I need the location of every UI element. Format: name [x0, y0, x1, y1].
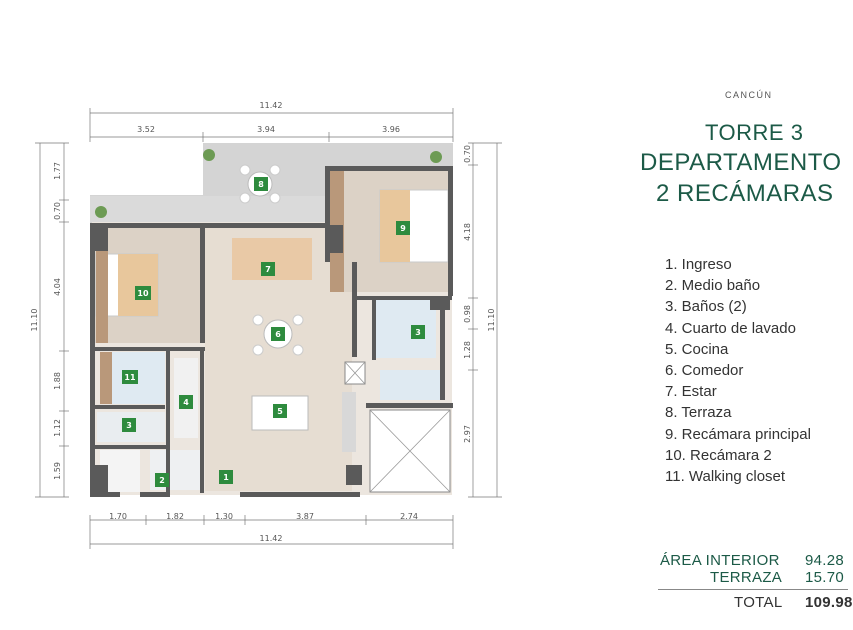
floor-plan: 11.42 3.52 3.94 3.96 1.70 1.82 1.30 3.87… [30, 101, 502, 549]
area-total-row: TOTAL 109.98 [734, 594, 852, 611]
dim-bottom-1: 1.70 [109, 512, 127, 521]
room-tag-ingreso: 1 [219, 470, 233, 484]
chair [239, 164, 251, 176]
dim-right-3: 0.98 [463, 305, 472, 323]
dim-bottom-5: 2.74 [400, 512, 418, 521]
svg-text:11: 11 [124, 373, 136, 382]
svg-text:2: 2 [159, 476, 165, 485]
bedrooms-title: 2 RECÁMARAS [656, 180, 834, 207]
legend-item: 7. Estar [665, 383, 717, 401]
legend-item: 11. Walking closet [665, 467, 786, 485]
svg-text:1: 1 [223, 473, 229, 482]
room-tag-estar: 7 [261, 262, 275, 276]
room-tag-bano-2: 3 [122, 418, 136, 432]
room-tag-medio-bano: 2 [155, 473, 169, 487]
area-interior-label: ÁREA INTERIOR [660, 552, 780, 569]
elevator-cross [369, 409, 451, 493]
bedroom-2-wardrobe [96, 225, 108, 343]
area-interior-row: ÁREA INTERIOR 94.28 [660, 552, 844, 569]
room-tags: 8 7 10 9 6 3 11 4 5 3 2 1 [122, 177, 425, 487]
legend-item: 2. Medio baño [665, 277, 761, 295]
legend-item: 5. Cocina [665, 340, 729, 358]
dim-left-total: 11.10 [30, 309, 39, 332]
legend-item: 3. Baños (2) [665, 298, 747, 316]
plant-icon [203, 149, 215, 161]
svg-text:9: 9 [400, 224, 406, 233]
dim-top-2: 3.94 [257, 125, 275, 134]
svg-text:6: 6 [275, 330, 281, 339]
chair [239, 192, 251, 204]
dim-right-4: 1.28 [463, 341, 472, 359]
svg-text:7: 7 [265, 265, 271, 274]
legend-item: 10. Recámara 2 [665, 446, 772, 464]
dim-right-2: 4.18 [463, 223, 472, 241]
dim-top-1: 3.52 [137, 125, 155, 134]
legend-item: 4. Cuarto de lavado [665, 319, 796, 337]
kitchen-counter [342, 392, 356, 452]
dim-top-total: 11.42 [260, 101, 283, 110]
chair [269, 164, 281, 176]
room-tag-terraza: 8 [254, 177, 268, 191]
dimension-labels: 11.42 3.52 3.94 3.96 1.70 1.82 1.30 3.87… [30, 101, 496, 543]
area-total-label: TOTAL [734, 594, 783, 611]
plant-icon [95, 206, 107, 218]
tower-title: TORRE 3 [705, 120, 804, 145]
duct-cross [344, 361, 366, 385]
dim-left-1: 1.77 [53, 162, 62, 180]
master-bathroom-floor [376, 298, 436, 358]
room-tag-walking-closet: 11 [122, 370, 138, 384]
legend-item: 6. Comedor [665, 361, 744, 379]
chair [252, 314, 264, 326]
bedroom-2-blanket [118, 254, 158, 316]
dim-right-total: 11.10 [487, 309, 496, 332]
legend-item: 1. Ingreso [665, 256, 732, 273]
room-tag-cocina: 5 [273, 404, 287, 418]
chair [269, 192, 281, 204]
dim-left-2: 0.70 [53, 202, 62, 220]
area-total-value: 109.98 [805, 594, 853, 611]
legend-item: 9. Recámara principal [665, 425, 811, 443]
dim-bottom-4: 3.87 [296, 512, 314, 521]
master-shower [380, 370, 444, 400]
walls [90, 166, 453, 497]
dim-bottom-3: 1.30 [215, 512, 233, 521]
dim-bottom-total: 11.42 [260, 534, 283, 543]
dim-right-5: 2.97 [463, 425, 472, 443]
chair [292, 314, 304, 326]
svg-text:3: 3 [126, 421, 132, 430]
city-label: CANCÚN [725, 90, 773, 100]
svg-text:8: 8 [258, 180, 264, 189]
svg-text:5: 5 [277, 407, 283, 416]
dim-top-3: 3.96 [382, 125, 400, 134]
dimension-lines [35, 108, 502, 549]
area-terraza-value: 15.70 [805, 569, 845, 586]
area-interior-value: 94.28 [805, 552, 845, 569]
room-tag-recamara-2: 10 [135, 286, 151, 300]
dim-left-3: 4.04 [53, 278, 62, 296]
dim-right-1: 0.70 [463, 145, 472, 163]
plant-icon [430, 151, 442, 163]
chair [252, 344, 264, 356]
area-terraza-row: TERRAZA 15.70 [710, 569, 844, 586]
dim-left-6: 1.59 [53, 462, 62, 480]
info-panel: CANCÚN TORRE 3 DEPARTAMENTO 2 RECÁMARAS … [630, 0, 852, 630]
dim-bottom-2: 1.82 [166, 512, 184, 521]
dim-left-4: 1.88 [53, 372, 62, 390]
area-terraza-label: TERRAZA [710, 569, 783, 586]
terrace-cutout [90, 143, 203, 195]
svg-text:3: 3 [415, 328, 421, 337]
divider [658, 589, 848, 590]
room-tag-comedor: 6 [271, 327, 285, 341]
room-tag-bano-principal: 3 [411, 325, 425, 339]
svg-text:10: 10 [137, 289, 149, 298]
room-tag-cuarto-lavado: 4 [179, 395, 193, 409]
dim-left-5: 1.12 [53, 419, 62, 437]
walking-closet-shelf [100, 352, 112, 404]
chair [292, 344, 304, 356]
unit-type-title: DEPARTAMENTO [640, 149, 842, 176]
room-tag-recamara-principal: 9 [396, 221, 410, 235]
room-legend: 1. Ingreso 2. Medio baño 3. Baños (2) 4.… [665, 254, 811, 487]
svg-text:4: 4 [183, 398, 189, 407]
legend-item: 8. Terraza [665, 404, 732, 422]
